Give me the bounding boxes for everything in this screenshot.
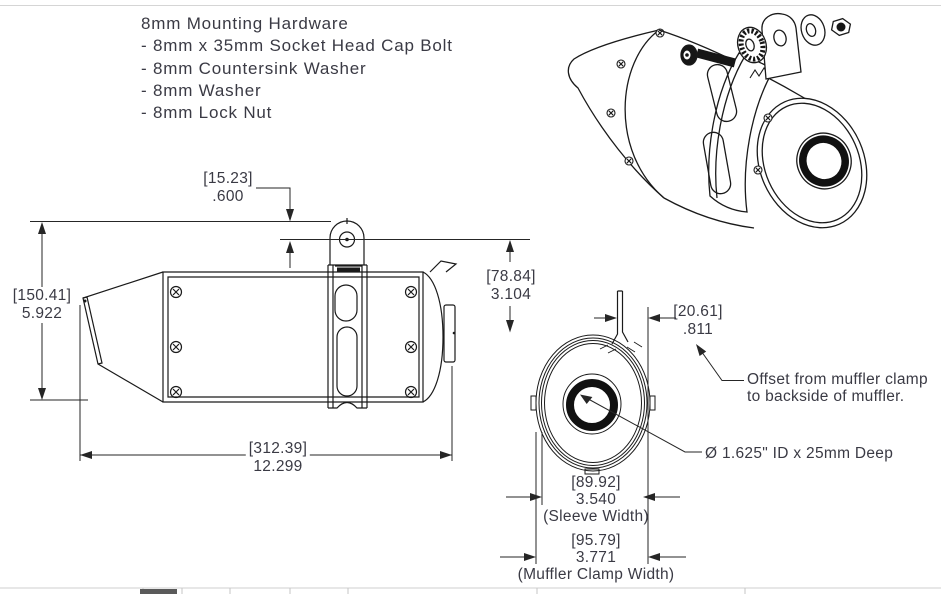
dim-clamp-offset: [20.61] .811 — [673, 303, 723, 338]
dim-muffler-height: [150.41] 5.922 — [9, 287, 75, 323]
dim-outlet-drop: [78.84] 3.104 — [486, 268, 536, 303]
mounting-hardware-notes: 8mm Mounting Hardware - 8mm x 35mm Socke… — [141, 13, 453, 124]
side-view — [82, 218, 458, 409]
notes-item: - 8mm Lock Nut — [141, 103, 273, 123]
dim-muffler-length: [312.39] 12.299 — [245, 440, 311, 476]
notes-item: - 8mm Countersink Washer — [141, 58, 367, 78]
dim-bracket-offset: [15.23] .600 — [203, 170, 253, 205]
dim-muffler-clamp-width: [95.79] 3.771 (Muffler Clamp Width) — [517, 532, 675, 583]
notes-title: 8mm Mounting Hardware — [141, 14, 349, 33]
isometric-view — [567, 12, 868, 229]
end-view-dimensions — [500, 307, 744, 564]
page-rules — [0, 5, 941, 594]
notes-item: - 8mm Washer — [141, 80, 262, 100]
notes-item: - 8mm x 35mm Socket Head Cap Bolt — [141, 36, 453, 56]
end-view — [530, 290, 656, 475]
inlet-spec-note: Ø 1.625" ID x 25mm Deep — [705, 445, 894, 462]
dim-sleeve-width: [89.92] 3.540 (Sleeve Width) — [543, 474, 649, 525]
clamp-offset-note: Offset from muffler clamp to backside of… — [747, 371, 928, 405]
